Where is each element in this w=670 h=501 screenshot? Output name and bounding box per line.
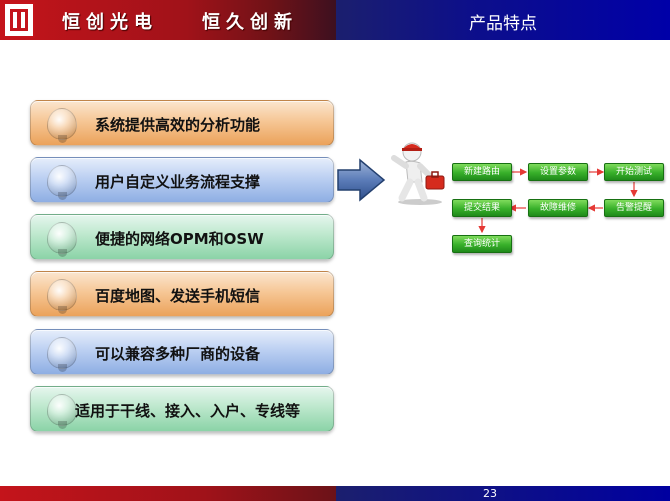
feature-label: 用户自定义业务流程支撑 (95, 173, 261, 191)
droplet-icon (47, 394, 77, 429)
footer-blue-band (336, 486, 670, 501)
feature-label: 系统提供高效的分析功能 (95, 116, 261, 134)
flow-step-repair: 故障维修 (528, 199, 588, 217)
flow-connectors (478, 168, 638, 234)
page-number: 23 (483, 487, 497, 500)
feature-label: 百度地图、发送手机短信 (95, 287, 261, 305)
droplet-icon (47, 222, 77, 257)
brand-slogan: 恒久创新 (202, 12, 298, 33)
footer-bar: 23 (0, 486, 670, 501)
droplet-icon (47, 279, 77, 314)
droplet-icon (47, 337, 77, 372)
person-with-toolbox-icon (391, 142, 445, 205)
feature-item-4: 百度地图、发送手机短信 (30, 271, 334, 317)
brand-name-left: 恒创光电 (62, 12, 158, 33)
flow-step-statistics: 查询统计 (452, 235, 512, 253)
header-bar: 恒创光电 恒久创新 产品特点 (0, 0, 670, 40)
feature-label: 便捷的网络OPM和OSW (95, 230, 264, 248)
feature-item-6: 适用于干线、接入、入户、专线等 (30, 386, 334, 432)
feature-item-1: 系统提供高效的分析功能 (30, 100, 334, 146)
flow-step-submit: 提交结果 (452, 199, 512, 217)
flow-step-new-route: 新建路由 (452, 163, 512, 181)
company-logo-icon (3, 2, 35, 38)
feature-item-5: 可以兼容多种厂商的设备 (30, 329, 334, 375)
header-red-band (0, 0, 340, 40)
feature-label: 可以兼容多种厂商的设备 (95, 345, 261, 363)
feature-item-2: 用户自定义业务流程支撑 (30, 157, 334, 203)
flow-step-start-test: 开始测试 (604, 163, 664, 181)
flow-step-alarm: 告警提醒 (604, 199, 664, 217)
header-blue-band (336, 0, 670, 40)
flow-step-set-params: 设置参数 (528, 163, 588, 181)
page-title: 产品特点 (469, 14, 537, 34)
footer-red-band (0, 486, 340, 501)
feature-item-3: 便捷的网络OPM和OSW (30, 214, 334, 260)
droplet-icon (47, 108, 77, 143)
feature-label: 适用于干线、接入、入户、专线等 (75, 402, 301, 420)
droplet-icon (47, 165, 77, 200)
arrow-right-icon (337, 158, 386, 202)
